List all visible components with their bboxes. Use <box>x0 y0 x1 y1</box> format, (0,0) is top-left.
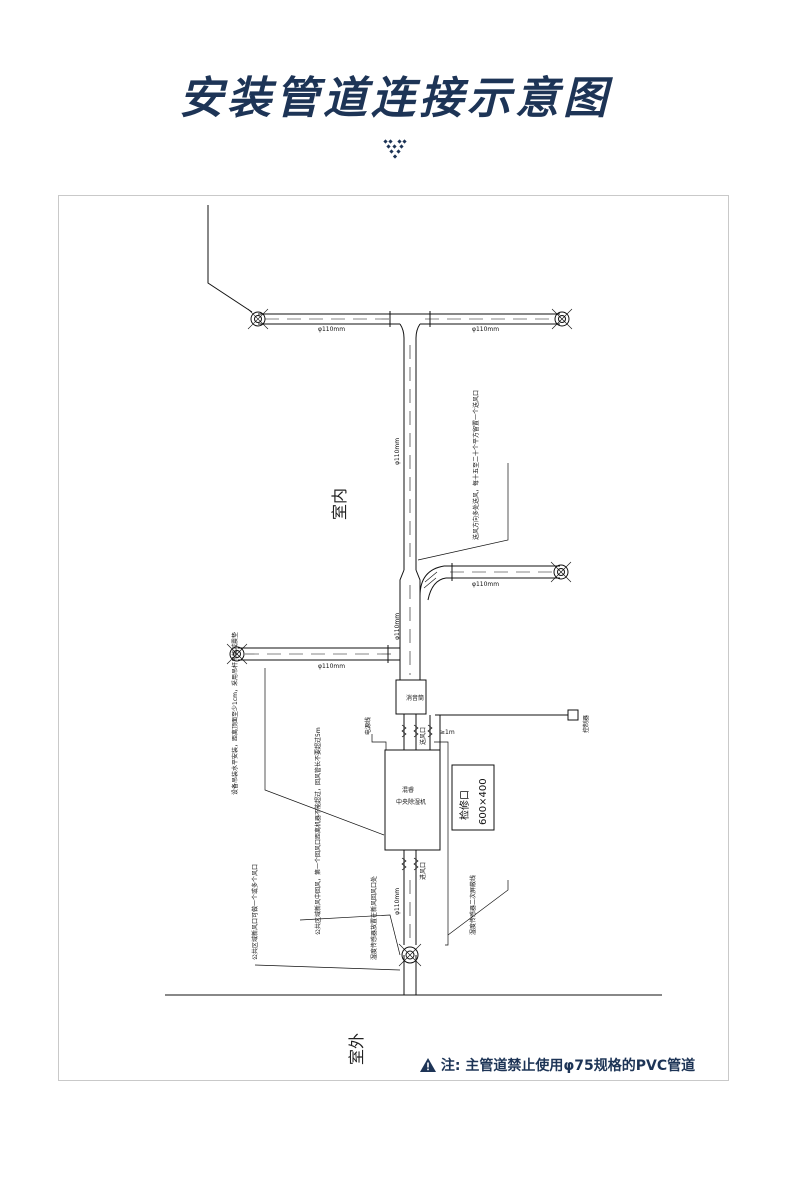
note-left-lower: 公共区域新风口可做一个或多个风口 <box>251 864 259 960</box>
warning-icon <box>420 1058 436 1072</box>
note-left-upper: 设备吊装水平安装，距离顶面至少1cm，采用吊杆吊装减震垫 <box>231 632 239 795</box>
device-label-top: 混睿 <box>402 786 414 794</box>
diagram-frame <box>58 195 729 1081</box>
reducer-right <box>415 569 421 680</box>
vertical-pipe-lower <box>401 850 419 945</box>
inspection-size: 600×400 <box>478 778 489 825</box>
outdoor-label: 室外 <box>347 1033 366 1065</box>
air-out-label: 送风口 <box>419 727 427 745</box>
footer-note: 注: 主管道禁止使用φ75规格的PVC管道 <box>420 1055 695 1075</box>
footer-note-text: 注: 主管道禁止使用φ75规格的PVC管道 <box>440 1058 696 1074</box>
pipe-label-top-right: φ110mm <box>472 326 499 333</box>
top-horizontal-pipe <box>258 311 560 327</box>
vertical-pipe-upper <box>403 338 417 570</box>
pipe-label-branch-left: φ110mm <box>318 663 345 670</box>
inspection-title: 检修口 <box>458 790 471 820</box>
vent-mid-left <box>226 643 248 665</box>
diamond-pattern-icon <box>383 139 407 159</box>
note-center: 公共区域新风中回风，第一个回风口距离机器不能超过，回风管长不要超过5m <box>314 727 322 935</box>
muffler-label: 消音筒 <box>406 694 424 702</box>
note-right-lower: 湿度传感器二次屏蔽线 <box>469 875 477 935</box>
device-label-bottom: 中央除湿机 <box>396 798 426 806</box>
distance-label: ≥1m <box>440 729 455 736</box>
pipe-label-bottom: φ110mm <box>394 888 401 915</box>
air-in-label: 进风口 <box>419 862 427 880</box>
dehumidifier-box <box>384 749 441 851</box>
page-title: 安装管道连接示意图 <box>179 73 611 124</box>
power-label: 电源线 <box>364 717 372 735</box>
vent-top-left <box>247 308 269 330</box>
pipe-label-mid: φ110mm <box>394 613 401 640</box>
t-joint-left <box>399 323 405 339</box>
vent-outlets <box>226 308 573 967</box>
inspection-box <box>451 764 495 831</box>
pipe-label-branch-right: φ110mm <box>472 581 499 588</box>
reducer-left <box>399 569 405 680</box>
pipe-label-top-left: φ110mm <box>318 326 345 333</box>
note-bottom: 湿度传感器放置在新风回风口处 <box>370 876 378 960</box>
left-branch-pipe <box>238 645 400 663</box>
t-joint-right <box>415 323 421 339</box>
vent-top-right <box>551 308 573 330</box>
pipe-label-vertical: φ110mm <box>394 438 401 465</box>
indoor-label: 室内 <box>330 488 349 520</box>
muffler-box <box>395 679 427 715</box>
leader-line <box>207 205 253 313</box>
vent-bottom <box>398 943 422 967</box>
vent-mid-right <box>550 561 572 583</box>
note-right-upper: 送风方向多处送风，每十五至二十个平方留置一个送风口 <box>472 390 480 540</box>
right-branch-pipe <box>419 563 560 601</box>
power-wire <box>371 734 387 750</box>
controller-label: 控制器 <box>582 715 590 733</box>
controller-box <box>567 709 579 721</box>
